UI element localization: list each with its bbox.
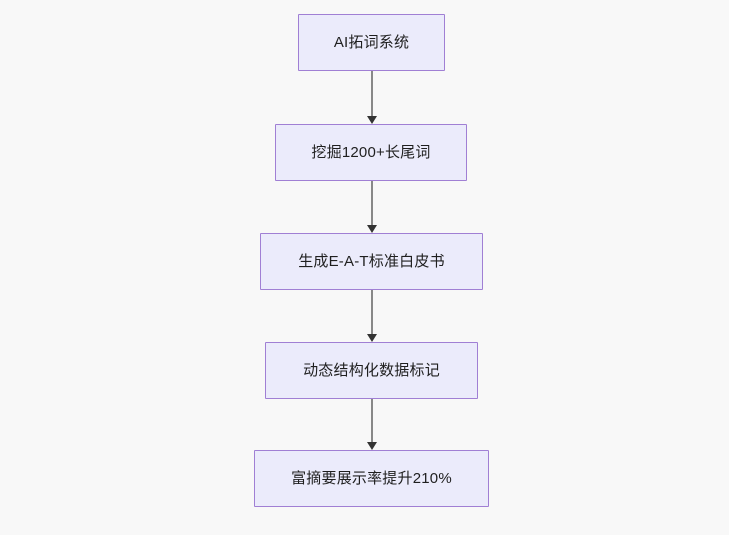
flow-node-label: AI拓词系统	[333, 34, 410, 51]
flow-node-label: 生成E-A-T标准白皮书	[298, 253, 445, 270]
flow-node-label: 动态结构化数据标记	[303, 362, 440, 379]
flow-edge	[365, 290, 379, 342]
flow-node-label: 挖掘1200+长尾词	[311, 144, 431, 161]
flow-node-1[interactable]: AI拓词系统	[298, 14, 445, 71]
flow-node-2[interactable]: 挖掘1200+长尾词	[275, 124, 467, 181]
arrow-head-icon	[367, 334, 377, 342]
flow-edge	[365, 399, 379, 450]
edge-line	[371, 71, 373, 116]
arrow-head-icon	[367, 225, 377, 233]
arrow-head-icon	[367, 442, 377, 450]
flow-node-5[interactable]: 富摘要展示率提升210%	[254, 450, 489, 507]
flow-node-3[interactable]: 生成E-A-T标准白皮书	[260, 233, 483, 290]
arrow-head-icon	[367, 116, 377, 124]
edge-line	[371, 399, 373, 442]
flow-edge	[365, 181, 379, 233]
edge-line	[371, 290, 373, 334]
edge-line	[371, 181, 373, 225]
flow-node-4[interactable]: 动态结构化数据标记	[265, 342, 478, 399]
flow-node-label: 富摘要展示率提升210%	[291, 470, 452, 487]
flow-edge	[365, 71, 379, 124]
